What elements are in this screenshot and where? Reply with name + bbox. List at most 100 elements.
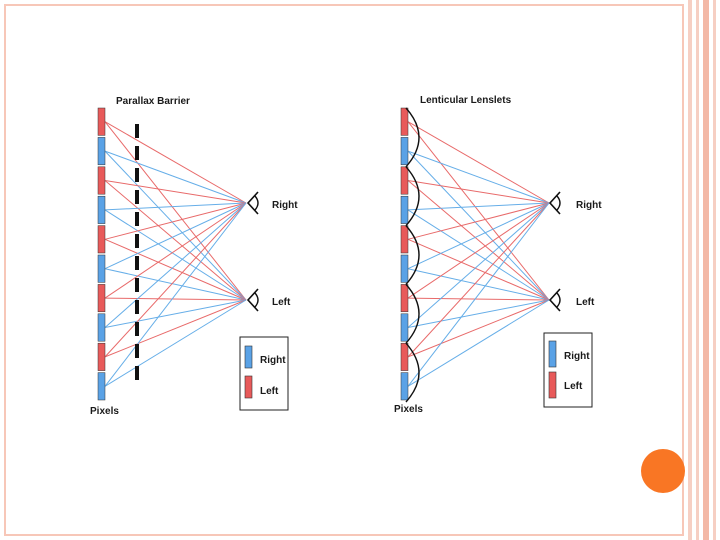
right-pixel [400, 313, 409, 342]
light-ray [104, 202, 247, 358]
light-ray [104, 238, 247, 301]
light-ray [104, 297, 247, 301]
light-ray [407, 202, 550, 240]
legend-box: Right Left [239, 336, 289, 411]
lenslet-arc [405, 342, 420, 403]
parallax-rays [104, 121, 247, 387]
pixels-label: Pixels [394, 404, 423, 415]
right-pixel [400, 254, 409, 283]
left-pixel [97, 284, 106, 313]
legend-box: Right Left [543, 332, 593, 408]
light-ray [407, 299, 550, 328]
right-pixel [400, 195, 409, 224]
lenticular-rays [407, 121, 550, 387]
left-pixel [97, 225, 106, 254]
light-ray [104, 150, 247, 204]
lenslet-arc [405, 107, 420, 168]
slide-border [4, 4, 684, 536]
eye-right-label: Right [272, 200, 298, 211]
light-ray [407, 180, 550, 301]
light-ray [407, 180, 550, 204]
light-ray [104, 202, 247, 240]
eye-right-icon [246, 191, 259, 215]
light-ray [104, 299, 247, 328]
eye-right-icon [548, 191, 561, 215]
light-ray [407, 150, 550, 204]
light-ray [407, 202, 550, 387]
left-pixel [400, 225, 409, 254]
light-ray [407, 297, 550, 301]
left-pixel [97, 107, 106, 136]
legend-left-swatch [548, 371, 557, 399]
light-ray [104, 121, 247, 301]
legend-left-label: Left [260, 386, 279, 397]
light-ray [407, 202, 550, 270]
light-ray [104, 180, 247, 204]
light-ray [104, 209, 247, 301]
legend-right-swatch [244, 345, 253, 369]
light-ray [104, 121, 247, 204]
parallax-barrier-title: Parallax Barrier [116, 96, 190, 107]
light-ray [104, 202, 247, 270]
light-ray [407, 202, 550, 211]
light-ray [104, 180, 247, 301]
left-pixel [400, 342, 409, 371]
lenslet-arc [405, 283, 420, 344]
decorative-stripe [688, 0, 692, 540]
legend-left-swatch [244, 375, 253, 399]
light-ray [104, 299, 247, 358]
lenslet-arc [405, 166, 420, 227]
lenslet-arc [405, 225, 420, 285]
light-ray [407, 202, 550, 358]
light-ray [407, 299, 550, 387]
light-ray [407, 209, 550, 301]
light-ray [104, 202, 247, 328]
legend-right-swatch [548, 340, 557, 368]
light-ray [407, 238, 550, 301]
left-pixel [400, 107, 409, 136]
parallax-barrier-diagram: Parallax Barrier Right Left Right Left P… [90, 96, 298, 417]
left-pixel [97, 166, 106, 195]
eye-left-label: Left [272, 297, 291, 308]
lenslet-curves [405, 107, 420, 403]
light-ray [104, 202, 247, 387]
right-pixel [400, 137, 409, 166]
pixels-label: Pixels [90, 406, 119, 417]
eye-left-label: Left [576, 297, 595, 308]
light-ray [407, 202, 550, 328]
left-pixel [400, 284, 409, 313]
lenticular-lenslets-title: Lenticular Lenslets [420, 95, 512, 106]
right-pixel [97, 313, 106, 342]
light-ray [407, 121, 550, 204]
lenticular-pixel-column [400, 107, 409, 401]
eye-right-label: Right [576, 200, 602, 211]
parallax-pixel-column [97, 107, 106, 401]
right-pixel [97, 254, 106, 283]
eye-left-icon [246, 288, 259, 312]
light-ray [407, 202, 550, 299]
legend-right-label: Right [564, 351, 590, 362]
right-pixel [97, 372, 106, 401]
light-ray [407, 299, 550, 358]
right-pixel [97, 195, 106, 224]
light-ray [407, 150, 550, 301]
light-ray [104, 202, 247, 211]
left-pixel [400, 166, 409, 195]
light-ray [407, 121, 550, 301]
decorative-stripe [696, 0, 699, 540]
orange-circle-decoration [641, 449, 685, 493]
decorative-stripe [713, 0, 716, 540]
lenticular-lenslets-diagram: Lenticular Lenslets Right Left Right Lef… [394, 95, 602, 415]
legend-left-label: Left [564, 381, 583, 392]
decorative-stripe [703, 0, 709, 540]
light-ray [104, 268, 247, 301]
right-pixel [400, 372, 409, 401]
light-ray [104, 150, 247, 301]
light-ray [104, 202, 247, 299]
eye-left-icon [548, 288, 561, 312]
light-ray [407, 268, 550, 301]
legend-right-label: Right [260, 355, 286, 366]
light-ray [104, 299, 247, 387]
